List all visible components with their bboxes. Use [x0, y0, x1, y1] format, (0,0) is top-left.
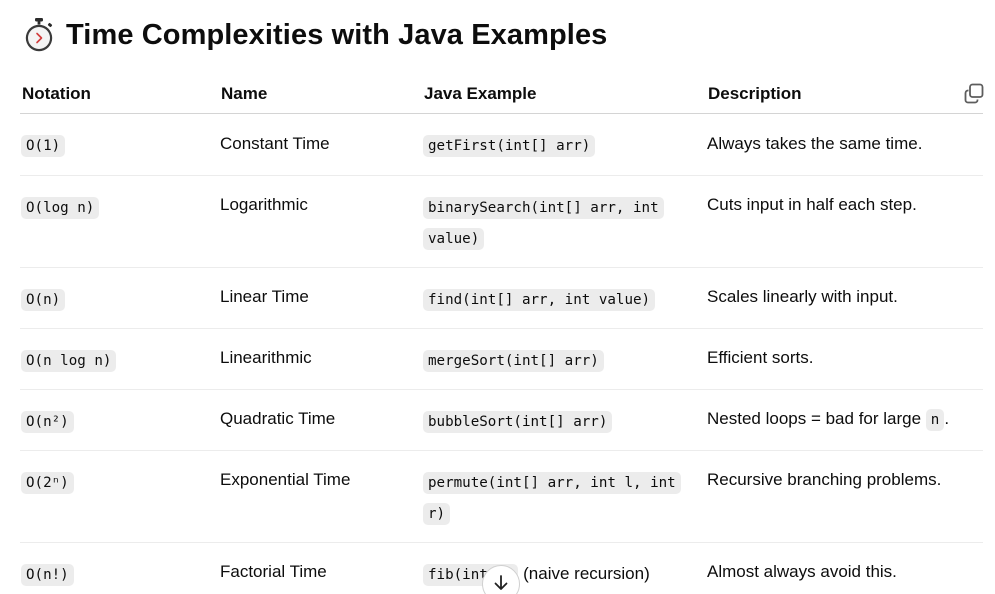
complexity-table-container: Notation Name Java Example Description O…: [20, 74, 983, 594]
table-row: O(n log n) Linearithmic mergeSort(int[] …: [20, 328, 983, 390]
description-cell: Cuts input in half each step.: [706, 175, 983, 268]
page-title: Time Complexities with Java Examples: [66, 18, 608, 51]
example-code: getFirst(int[] arr): [423, 135, 596, 157]
name-cell: Factorial Time: [220, 562, 327, 581]
stopwatch-icon: [25, 18, 53, 52]
notation-code: O(2ⁿ): [21, 472, 74, 494]
example-code: permute(int[] arr, int l, int r): [423, 472, 681, 525]
table-row: O(1) Constant Time getFirst(int[] arr) A…: [20, 113, 983, 176]
scroll-down-button[interactable]: [482, 565, 520, 594]
example-cell: fib(int n) (naive recursion): [422, 543, 706, 594]
complexity-table: Notation Name Java Example Description O…: [20, 74, 983, 594]
name-cell: Quadratic Time: [219, 389, 422, 451]
notation-cell: O(2ⁿ): [20, 450, 219, 543]
name-cell: Constant Time: [219, 113, 422, 176]
description-cell: Scales linearly with input.: [706, 267, 983, 329]
column-header-name: Name: [219, 74, 422, 114]
notation-code: O(n): [21, 289, 66, 311]
arrow-down-icon: [494, 575, 508, 590]
example-cell: find(int[] arr, int value): [422, 267, 706, 329]
name-cell: Exponential Time: [219, 450, 422, 543]
column-header-java-example: Java Example: [422, 74, 706, 114]
notation-code: O(1): [21, 135, 66, 157]
example-cell: permute(int[] arr, int l, int r): [422, 450, 706, 543]
table-row: O(log n) Logarithmic binarySearch(int[] …: [20, 175, 983, 268]
example-code: bubbleSort(int[] arr): [423, 411, 613, 433]
name-cell: Linear Time: [219, 267, 422, 329]
column-header-notation: Notation: [20, 74, 219, 114]
example-cell: binarySearch(int[] arr, int value): [422, 175, 706, 268]
example-cell: getFirst(int[] arr): [422, 113, 706, 176]
description-cell: Almost always avoid this.: [707, 562, 897, 581]
table-row: O(2ⁿ) Exponential Time permute(int[] arr…: [20, 450, 983, 543]
column-header-description: Description: [706, 74, 983, 114]
example-code: find(int[] arr, int value): [423, 289, 656, 311]
table-row: O(n!) Factorial Time fib(int n) (naive r…: [20, 543, 983, 594]
name-cell: Linearithmic: [219, 328, 422, 390]
table-row: O(n²) Quadratic Time bubbleSort(int[] ar…: [20, 389, 983, 451]
section-heading: Time Complexities with Java Examples: [22, 14, 607, 56]
table-row: O(n) Linear Time find(int[] arr, int val…: [20, 267, 983, 329]
example-code: binarySearch(int[] arr, int value): [423, 197, 664, 250]
description-cell: Nested loops = bad for large n.: [706, 389, 983, 451]
description-text: Nested loops = bad for large: [707, 409, 926, 428]
notation-cell: O(n log n): [20, 328, 219, 390]
notation-cell: O(log n): [20, 175, 219, 268]
name-cell: Logarithmic: [219, 175, 422, 268]
description-inline-code: n: [925, 409, 945, 431]
notation-cell: O(n²): [20, 389, 219, 451]
notation-cell: O(n): [20, 267, 219, 329]
notation-cell: O(1): [20, 113, 219, 176]
example-code: mergeSort(int[] arr): [423, 350, 604, 372]
example-cell: bubbleSort(int[] arr): [422, 389, 706, 451]
example-cell: mergeSort(int[] arr): [422, 328, 706, 390]
notation-code: O(n²): [21, 411, 74, 433]
notation-code: O(n!): [21, 564, 74, 586]
notation-code: O(log n): [21, 197, 100, 219]
example-suffix: (naive recursion): [518, 564, 650, 583]
description-cell: Always takes the same time.: [706, 113, 983, 176]
description-cell: Efficient sorts.: [706, 328, 983, 390]
table-header-row: Notation Name Java Example Description: [20, 74, 983, 114]
notation-cell: O(n!): [20, 543, 219, 594]
notation-code: O(n log n): [21, 350, 117, 372]
description-tail: .: [944, 409, 950, 428]
description-cell: Recursive branching problems.: [706, 450, 983, 543]
